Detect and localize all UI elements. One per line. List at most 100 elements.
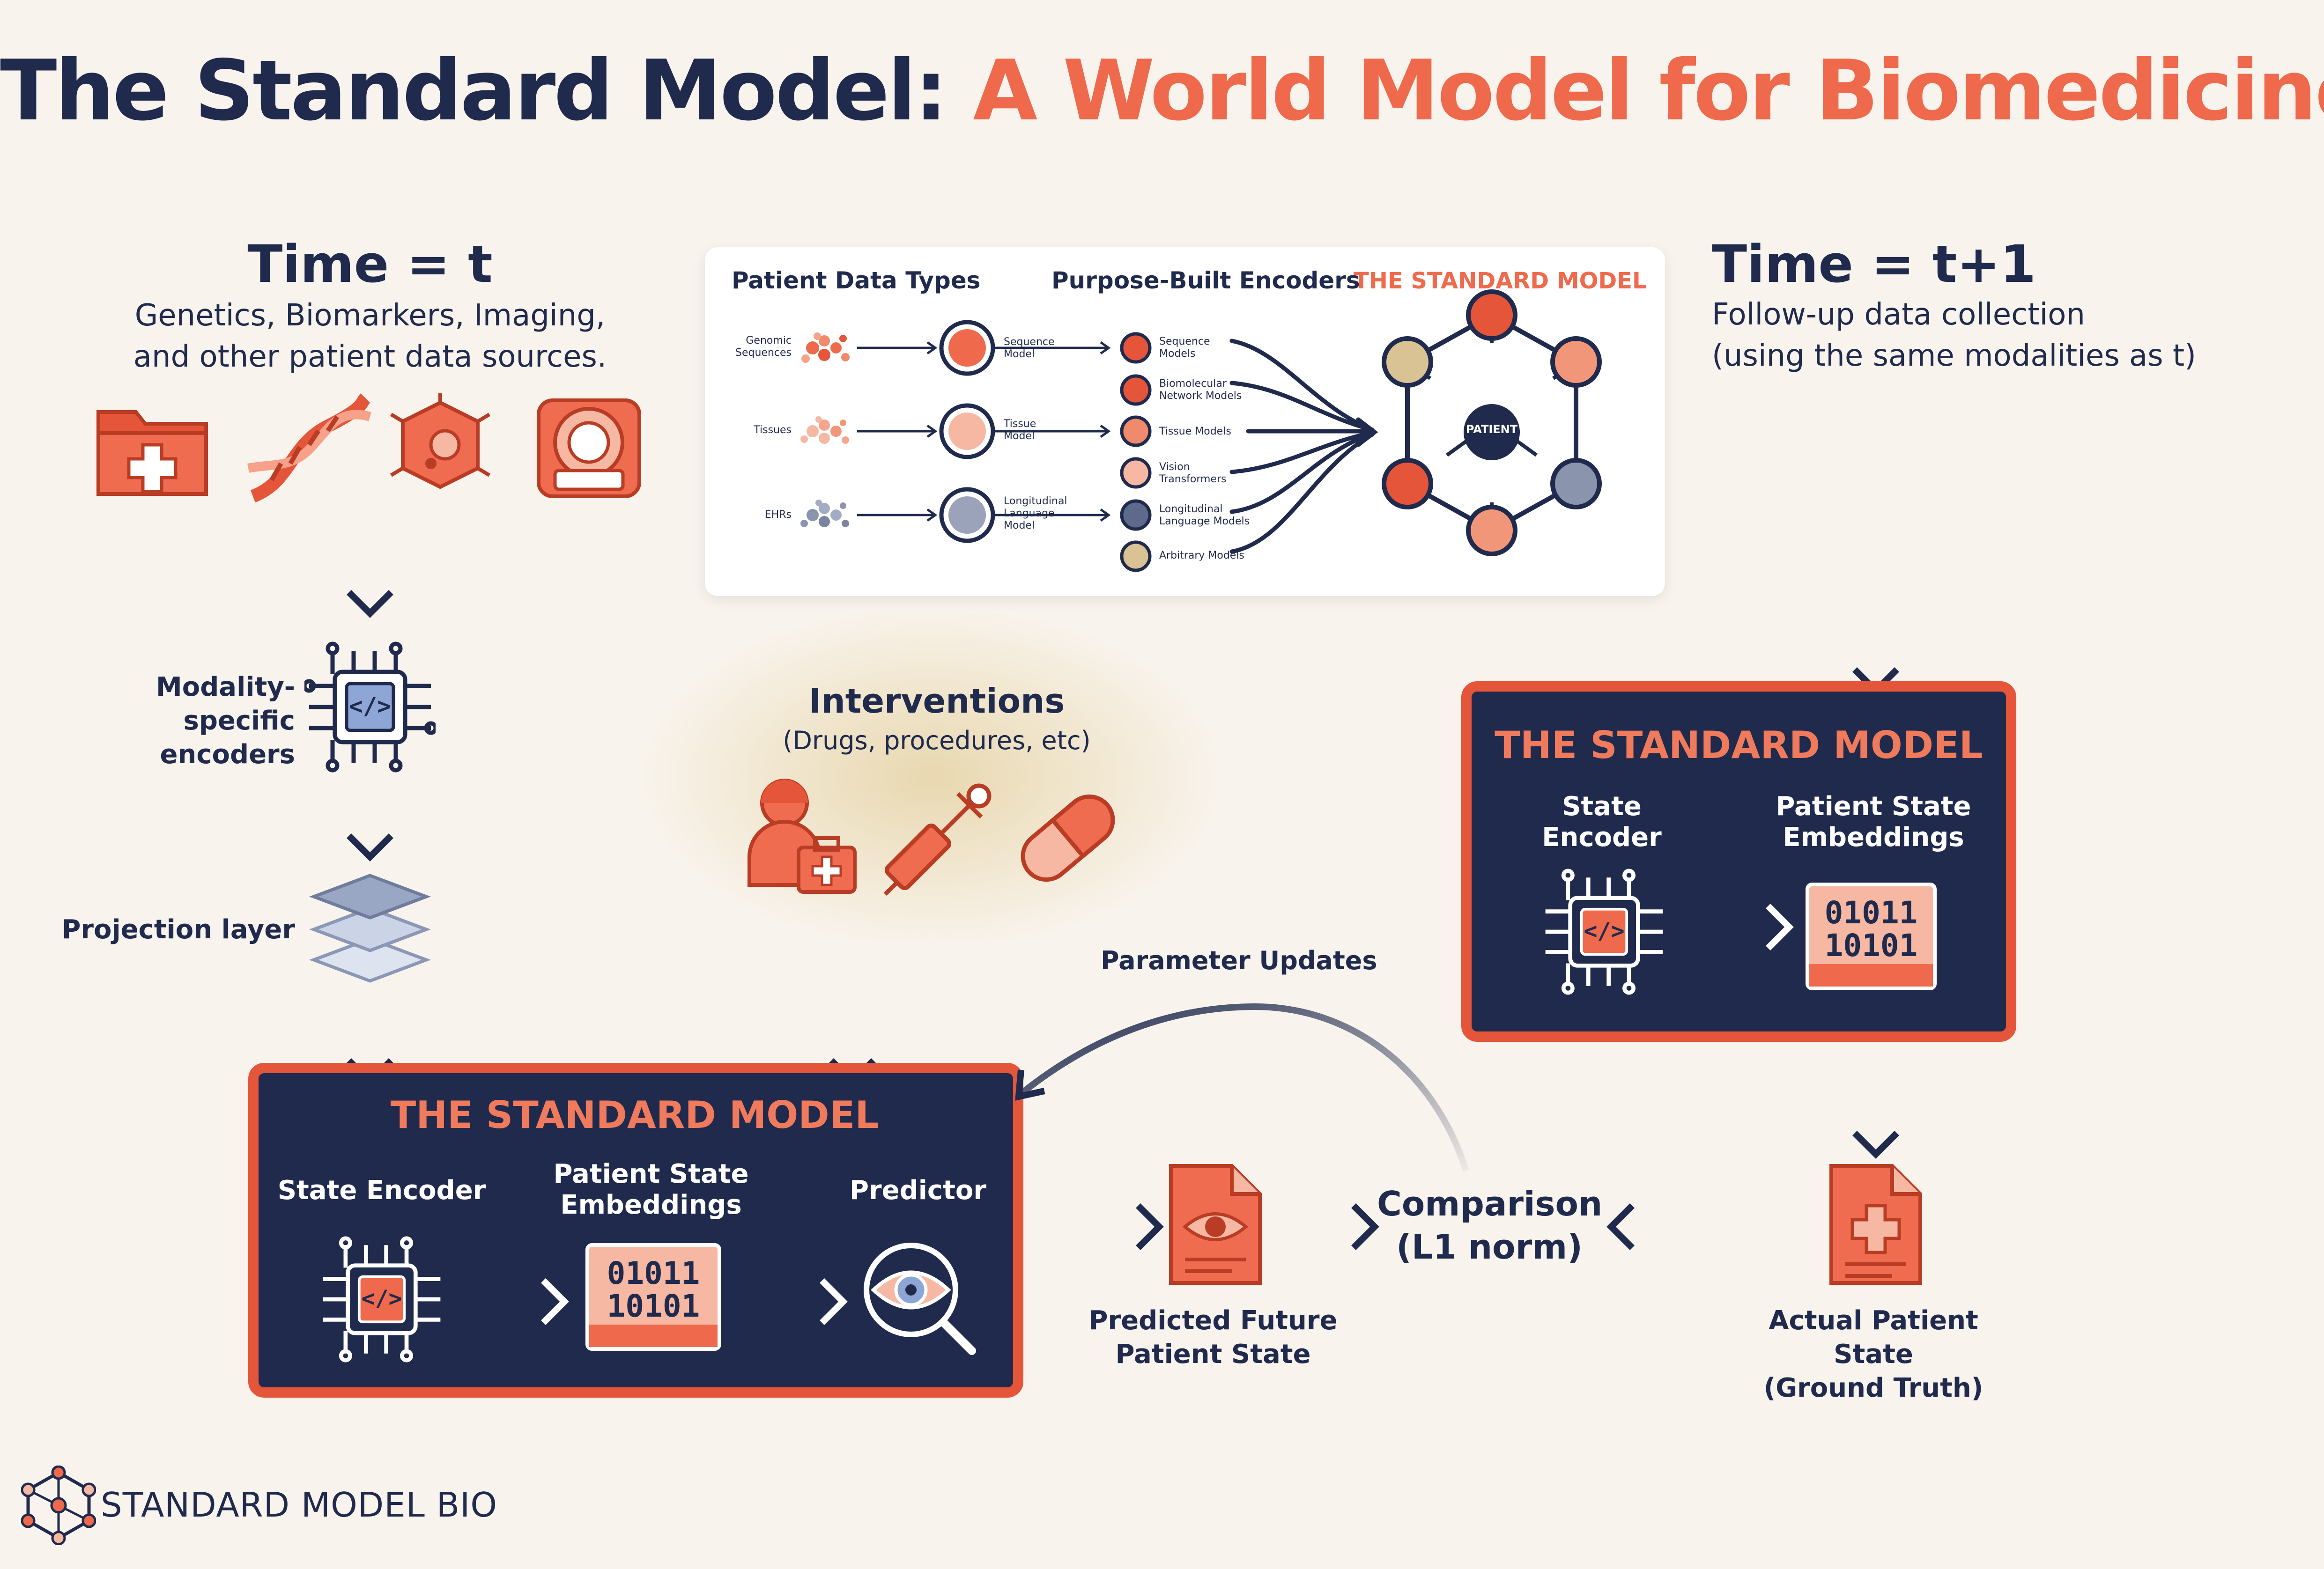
left-flow-arrows	[347, 496, 393, 1086]
arrow-from-actual	[1606, 1203, 1782, 1250]
encoder-tissue-models: Tissue Models	[1159, 426, 1231, 437]
comparison-line1: Comparison	[1377, 1184, 1603, 1223]
time-t1-label: Time = t+1	[1712, 234, 2036, 294]
pill-icon	[1021, 794, 1115, 882]
syringe-icon	[883, 783, 992, 896]
actual-state-label: Actual Patient State (Ground Truth)	[1733, 1304, 2014, 1405]
arrow-right-icon	[735, 1278, 848, 1325]
page-title: The Standard Model: A World Model for Bi…	[0, 42, 2324, 139]
binary-row-2: 10101	[607, 1288, 700, 1324]
data-cluster-ehrs	[800, 500, 849, 527]
arrow-down-right-2	[1852, 1131, 1899, 1159]
binary-row-1: 01011	[607, 1255, 700, 1291]
main-predictor-label: Predictor	[850, 1175, 986, 1206]
right-encoder-line2: Encoder	[1542, 822, 1662, 853]
left-description-line2: and other patient data sources.	[133, 339, 607, 374]
parameter-updates-label: Parameter Updates	[1101, 946, 1377, 975]
main-state-encoder-label: State Encoder	[277, 1175, 486, 1206]
encoders-label-line2: encoders	[160, 739, 295, 770]
interventions-title: Interventions	[808, 681, 1065, 721]
panel-header-standard-model: THE STANDARD MODEL	[1354, 268, 1647, 294]
medical-folder-icon	[96, 410, 208, 496]
actual-line2: (Ground Truth)	[1763, 1373, 1984, 1403]
interventions-subtitle: (Drugs, procedures, etc)	[783, 726, 1091, 755]
patient-hub-label: PATIENT	[1465, 423, 1518, 436]
right-description: Follow-up data collection (using the sam…	[1712, 294, 2297, 376]
main-embeddings-label: Patient State Embeddings	[539, 1159, 763, 1221]
mid-model-tissue-line1: Tissue	[1004, 418, 1036, 430]
arrow-down-2	[347, 833, 393, 862]
chip-code-icon: </>	[323, 1236, 441, 1363]
mid-model-circles	[939, 320, 995, 543]
main-model-title: THE STANDARD MODEL	[390, 1093, 879, 1137]
right-embeddings-line1: Patient State	[1776, 791, 1971, 822]
binary-row-2: 10101	[1824, 928, 1918, 964]
encoder-longitudinal-language: Longitudinal Language Models	[1159, 503, 1250, 528]
encoder-dots	[1120, 332, 1152, 572]
chip-code-icon: </>	[1545, 869, 1663, 995]
title-part-2: A World Model for Biomedicine	[973, 42, 2324, 139]
parameter-updates-arrow	[1015, 1003, 1469, 1172]
encoder-sequence-models-line1: Sequence	[1159, 336, 1210, 347]
mid-model-sequence-line2: Model	[1004, 348, 1035, 360]
mid-model-longitudinal-line2: Language	[1004, 508, 1055, 519]
document-cross-icon	[1829, 1164, 1922, 1285]
mid-model-longitudinal-line1: Longitudinal	[1004, 495, 1067, 507]
left-description: Genetics, Biomarkers, Imaging, and other…	[89, 295, 651, 377]
cell-icon	[390, 393, 491, 489]
brand-logo-icon	[21, 1466, 96, 1545]
right-embeddings-line2: Embeddings	[1783, 822, 1964, 853]
encoder-sequence-models: Sequence Models	[1159, 336, 1210, 360]
main-embeddings-line1: Patient State	[553, 1159, 749, 1189]
mid-model-sequence-line1: Sequence	[1004, 336, 1055, 348]
intervention-icons	[748, 779, 1115, 896]
predicted-line1: Predicted Future	[1088, 1305, 1338, 1336]
panel-graphics	[800, 289, 1602, 572]
brand-name: STANDARD MODEL BIO	[101, 1485, 498, 1525]
right-description-line2: (using the same modalities as t)	[1712, 339, 2196, 373]
encoder-vision-line1: Vision	[1159, 461, 1190, 473]
mid-model-longitudinal: Longitudinal Language Model	[1004, 495, 1067, 532]
encoder-biomolecular-line2: Network Models	[1159, 390, 1242, 402]
right-description-line1: Follow-up data collection	[1712, 297, 2085, 332]
panel-header-data-types: Patient Data Types	[732, 267, 981, 294]
arrow-to-predicted	[1040, 1203, 1164, 1250]
svg-text:</>: </>	[361, 1285, 402, 1311]
time-t-label: Time = t	[247, 234, 493, 294]
encoder-sequence-models-line2: Models	[1159, 348, 1196, 360]
chip-code-icon: </>	[304, 641, 436, 773]
comparison-line2: (L1 norm)	[1396, 1227, 1583, 1267]
left-description-line1: Genetics, Biomarkers, Imaging,	[134, 298, 606, 333]
title-part-1: The Standard Model:	[0, 42, 947, 139]
right-encoder-line1: State	[1562, 791, 1642, 822]
mid-model-longitudinal-line3: Model	[1004, 520, 1035, 531]
encoders-label: Modality-specific encoders	[56, 670, 295, 772]
interventions-glow	[646, 609, 1218, 946]
encoder-biomolecular-line1: Biomolecular	[1159, 378, 1227, 390]
comparison-label: Comparison (L1 norm)	[1377, 1182, 1602, 1268]
doctor-icon	[748, 779, 857, 894]
encoder-longitudinal-line2: Language Models	[1159, 516, 1250, 527]
data-source-icons	[96, 393, 641, 503]
arrow-right-icon	[1677, 904, 1794, 950]
data-cluster-genomic	[801, 332, 850, 363]
data-cluster-tissues	[800, 416, 849, 444]
panel-header-encoders: Purpose-Built Encoders	[1051, 267, 1360, 294]
mri-scanner-icon	[537, 398, 641, 498]
embedding-card: 01011 10101	[585, 1243, 721, 1351]
right-model-embeddings-label: Patient State Embeddings	[1761, 791, 1986, 853]
encoder-vision-transformers: Vision Transformers	[1159, 461, 1226, 486]
predicted-state-label: Predicted Future Patient State	[1073, 1304, 1354, 1371]
data-type-tissues: Tissues	[754, 424, 792, 436]
encoders-label-line1: Modality-specific	[156, 672, 295, 736]
predicted-line2: Patient State	[1115, 1339, 1311, 1370]
encoder-vision-line2: Transformers	[1159, 473, 1227, 485]
layers-icon	[309, 874, 431, 983]
data-type-genomic-line2: Sequences	[735, 347, 792, 359]
magnifier-eye-icon	[864, 1243, 976, 1355]
patient-network	[1382, 289, 1602, 556]
binary-row-1: 01011	[1824, 895, 1918, 931]
document-eye-icon	[1169, 1164, 1262, 1285]
data-type-genomic: Genomic Sequences	[721, 335, 792, 359]
right-model-title: THE STANDARD MODEL	[1495, 723, 1983, 767]
